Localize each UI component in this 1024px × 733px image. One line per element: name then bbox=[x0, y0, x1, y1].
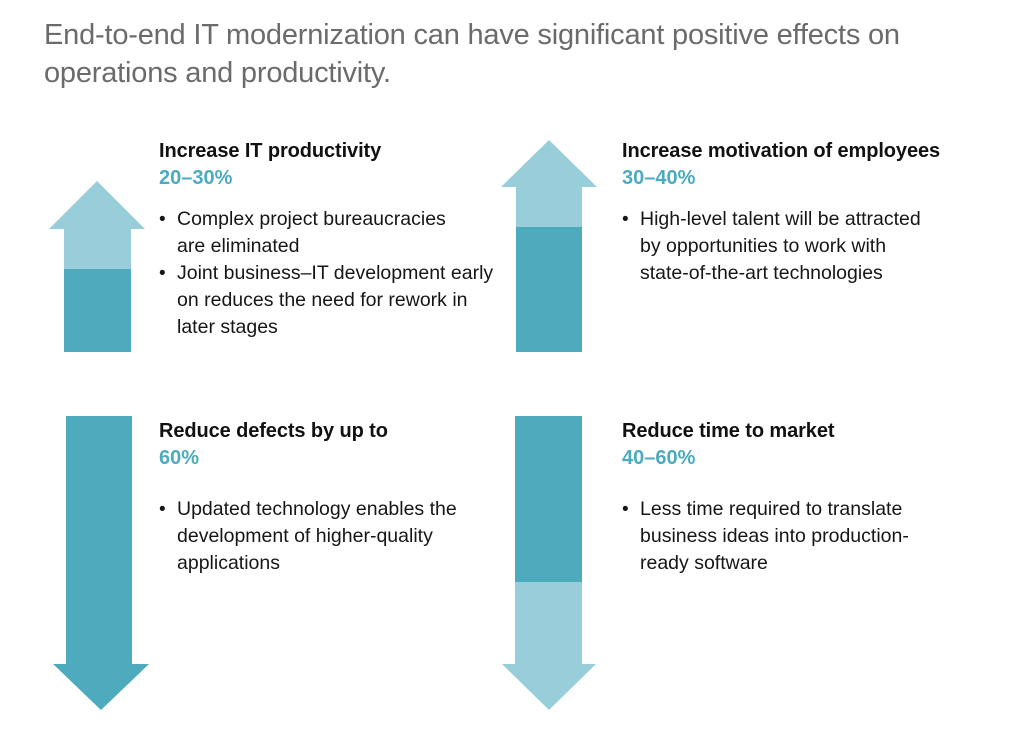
effect-heading: Increase motivation of employees bbox=[622, 140, 941, 162]
effect-value: 30–40% bbox=[622, 167, 696, 189]
bullet-item: Less time required to translate business… bbox=[622, 496, 940, 577]
effect-heading: Increase IT productivity bbox=[159, 140, 382, 162]
bullet-list: Less time required to translate business… bbox=[622, 496, 962, 577]
bullet-list: Complex project bureaucracies are elimin… bbox=[159, 206, 499, 341]
up-arrow-icon bbox=[501, 140, 597, 352]
bullet-item: High-level talent will be attracted by o… bbox=[622, 206, 930, 287]
down-arrow-icon bbox=[53, 416, 149, 710]
bullet-item: Joint business–IT development early on r… bbox=[159, 260, 497, 341]
bullet-list: Updated technology enables the developme… bbox=[159, 496, 499, 577]
effect-it-productivity: Increase IT productivity 20–30% Complex … bbox=[159, 138, 499, 341]
page-title: End-to-end IT modernization can have sig… bbox=[44, 19, 900, 89]
bullet-item: Complex project bureaucracies are elimin… bbox=[159, 206, 477, 260]
effect-heading: Reduce defects by up to bbox=[159, 420, 388, 442]
effect-value: 20–30% bbox=[159, 167, 233, 189]
bullet-list: High-level talent will be attracted by o… bbox=[622, 206, 1012, 287]
bullet-item: Updated technology enables the developme… bbox=[159, 496, 477, 577]
up-arrow-icon bbox=[49, 181, 145, 352]
effect-employee-motivation: Increase motivation of employees 30–40% … bbox=[622, 138, 1012, 287]
effect-reduce-defects: Reduce defects by up to 60% Updated tech… bbox=[159, 418, 499, 577]
effect-time-to-market: Reduce time to market 40–60% Less time r… bbox=[622, 418, 962, 577]
effect-value: 40–60% bbox=[622, 447, 696, 469]
down-arrow-icon bbox=[502, 416, 596, 710]
effect-value: 60% bbox=[159, 447, 200, 469]
effect-heading: Reduce time to market bbox=[622, 420, 835, 442]
